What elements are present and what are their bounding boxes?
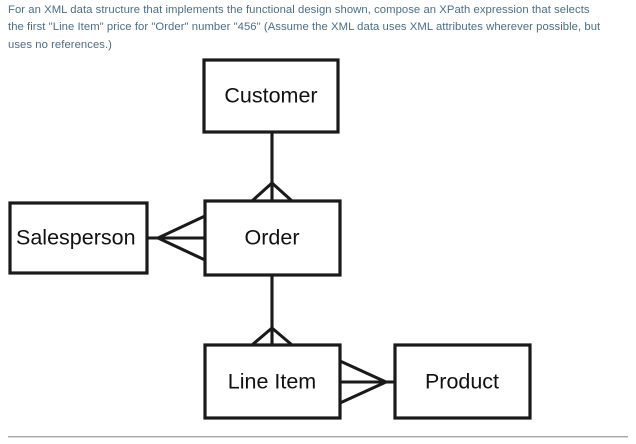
entity-label-salesperson: Salesperson [16,226,136,250]
entity-product: Product [393,343,532,420]
entity-customer: Customer [202,58,340,134]
crowfoot-order-to-customer [250,181,294,203]
crowfoot-line-item-to-order [250,326,294,347]
entity-order: Order [203,199,342,277]
crowfoot-order-to-salesperson [157,214,206,262]
entity-line-item: Line Item [203,343,342,420]
entity-label-line-item: Line Item [228,370,316,394]
question-prompt: For an XML data structure that implement… [8,4,601,51]
entity-label-product: Product [425,370,499,394]
bottom-divider [8,436,628,438]
entity-label-order: Order [245,226,300,250]
entity-label-customer: Customer [224,84,317,108]
crowfoot-line-item-to-product [339,359,387,405]
er-diagram: Customer Salesperson Order Line Item Pro… [8,58,532,420]
entity-salesperson: Salesperson [8,201,149,275]
